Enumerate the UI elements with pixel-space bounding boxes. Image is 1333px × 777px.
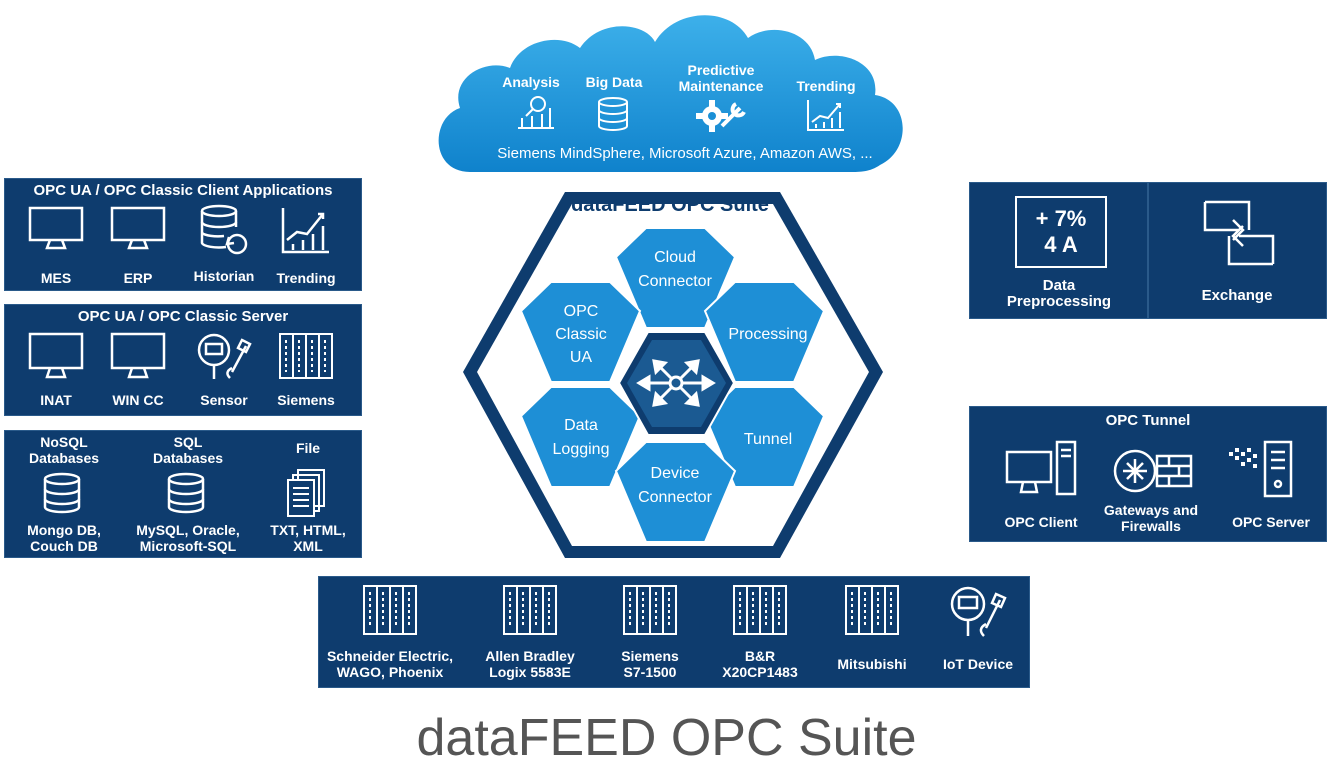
server-rack-icon	[845, 585, 899, 635]
hex-processing	[703, 281, 826, 383]
server-rack-icon	[733, 585, 787, 635]
item-inat: INAT	[8, 332, 104, 408]
cloud-analysis-label: Analysis	[502, 74, 560, 90]
hex-cloud-connector-label: Cloud Connector	[638, 249, 712, 290]
nosql-title: NoSQL Databases	[28, 434, 100, 466]
item-historian: Historian	[176, 204, 272, 284]
hex-tunnel	[703, 386, 826, 488]
cloud-trending-label: Trending	[796, 78, 856, 94]
hex-opc-classic-ua-label: OPC Classic UA	[555, 303, 607, 366]
sensor-icon	[197, 333, 252, 379]
exchange-icon	[1203, 200, 1275, 266]
opc-server-icon	[1229, 440, 1293, 498]
item-label: WIN CC	[112, 392, 164, 408]
cloud-platforms-text: Siemens MindSphere, Microsoft Azure, Ama…	[497, 145, 873, 162]
device-iot: IoT Device	[930, 584, 1026, 672]
iot-sensor-icon	[950, 586, 1007, 637]
item-trending: Trending	[258, 206, 354, 286]
cloud-bigdata-label: Big Data	[585, 74, 643, 90]
device-br: B&R X20CP1483	[708, 584, 812, 680]
maintenance-gear-icon	[696, 100, 746, 132]
opc-client-label: OPC Client	[1004, 514, 1078, 530]
devices-panel: Schneider Electric, WAGO, Phoenix Allen …	[318, 576, 1030, 688]
monitor-icon	[110, 206, 166, 250]
hex-device-connector-label: Device Connector	[638, 465, 712, 506]
classic-server-panel: OPC UA / OPC Classic Server INAT WIN CC …	[4, 304, 362, 416]
hex-cloud-connector	[614, 227, 737, 329]
item-mes: MES	[8, 206, 104, 286]
trending-chart-icon	[281, 208, 329, 254]
sql-database-icon	[167, 472, 205, 514]
item-wincc: WIN CC	[90, 332, 186, 408]
preprocessing-panel: + 7% 4 A Data Preprocessing Exchange	[969, 182, 1327, 319]
gateways-label: Gateways and Firewalls	[1103, 502, 1199, 534]
file-title: File	[295, 440, 321, 456]
hex-opc-classic-ua	[519, 281, 642, 383]
monitor-icon	[110, 332, 166, 379]
item-label: INAT	[40, 392, 72, 408]
nosql-items: Mongo DB, Couch DB	[27, 522, 101, 554]
hex-data-logging-label: Data Logging	[552, 417, 610, 458]
item-siemens: Siemens	[258, 332, 354, 408]
monitor-icon	[28, 332, 84, 379]
sql-items: MySQL, Oracle, Microsoft-SQL	[136, 522, 240, 554]
client-apps-panel: OPC UA / OPC Classic Client Applications…	[4, 178, 362, 291]
historian-database-icon	[200, 204, 248, 255]
device-mitsubishi: Mitsubishi	[824, 584, 920, 672]
device-label: Mitsubishi	[837, 656, 907, 672]
item-label: Siemens	[277, 392, 335, 408]
tunnel-panel: OPC Tunnel OPC Client Gateways and Firew…	[969, 406, 1327, 542]
trending-chart-icon	[807, 100, 844, 131]
item-sensor: Sensor	[176, 332, 272, 408]
data-preprocessing-label: Data Preprocessing	[1006, 277, 1112, 310]
item-erp: ERP	[90, 206, 186, 286]
cloud-predictive-label: Predictive Maintenance	[678, 62, 764, 94]
server-rack-icon	[503, 585, 557, 635]
cloud-shape	[438, 15, 903, 173]
item-label: ERP	[123, 270, 153, 286]
device-label: Schneider Electric, WAGO, Phoenix	[326, 648, 454, 680]
client-apps-title: OPC UA / OPC Classic Client Applications	[33, 182, 333, 199]
opc-client-computer-icon	[1005, 440, 1077, 496]
device-label: B&R X20CP1483	[722, 648, 798, 680]
file-documents-icon	[287, 469, 325, 517]
device-siemens: Siemens S7-1500	[602, 584, 698, 680]
preprocessing-box: + 7% 4 A	[1015, 196, 1107, 268]
suite-hexagon	[463, 192, 883, 558]
server-rack-icon	[279, 333, 333, 379]
opc-server-label: OPC Server	[1232, 514, 1310, 530]
database-icon	[598, 97, 628, 131]
device-label: IoT Device	[942, 656, 1014, 672]
suite-title: dataFEED OPC Suite	[571, 194, 769, 216]
hub-arrows-icon	[636, 359, 716, 407]
item-label: Trending	[276, 270, 336, 286]
item-label: Historian	[193, 268, 255, 284]
device-label: Siemens S7-1500	[621, 648, 679, 680]
server-rack-icon	[623, 585, 677, 635]
hex-tunnel-label: Tunnel	[743, 431, 793, 448]
analysis-icon	[518, 96, 554, 129]
device-allen-bradley: Allen Bradley Logix 5583E	[470, 584, 590, 680]
classic-server-title: OPC UA / OPC Classic Server	[77, 308, 289, 325]
footer-title: dataFEED OPC Suite	[416, 709, 917, 767]
file-items: TXT, HTML, XML	[270, 522, 346, 554]
monitor-icon	[28, 206, 84, 250]
hex-device-connector	[614, 441, 737, 543]
server-rack-icon	[363, 585, 417, 635]
preprocessing-box-text: + 7% 4 A	[1035, 206, 1087, 257]
sql-title: SQL Databases	[152, 434, 224, 466]
device-schneider: Schneider Electric, WAGO, Phoenix	[322, 584, 458, 680]
device-label: Allen Bradley Logix 5583E	[485, 648, 575, 680]
databases-panel: NoSQL Databases SQL Databases File Mongo…	[4, 430, 362, 558]
hex-processing-label: Processing	[728, 326, 808, 343]
nosql-database-icon	[43, 472, 81, 514]
item-label: MES	[40, 270, 72, 286]
item-label: Sensor	[200, 392, 248, 408]
tunnel-title: OPC Tunnel	[1105, 412, 1191, 429]
exchange-label: Exchange	[1201, 287, 1273, 304]
firewall-router-icon	[1113, 449, 1193, 493]
